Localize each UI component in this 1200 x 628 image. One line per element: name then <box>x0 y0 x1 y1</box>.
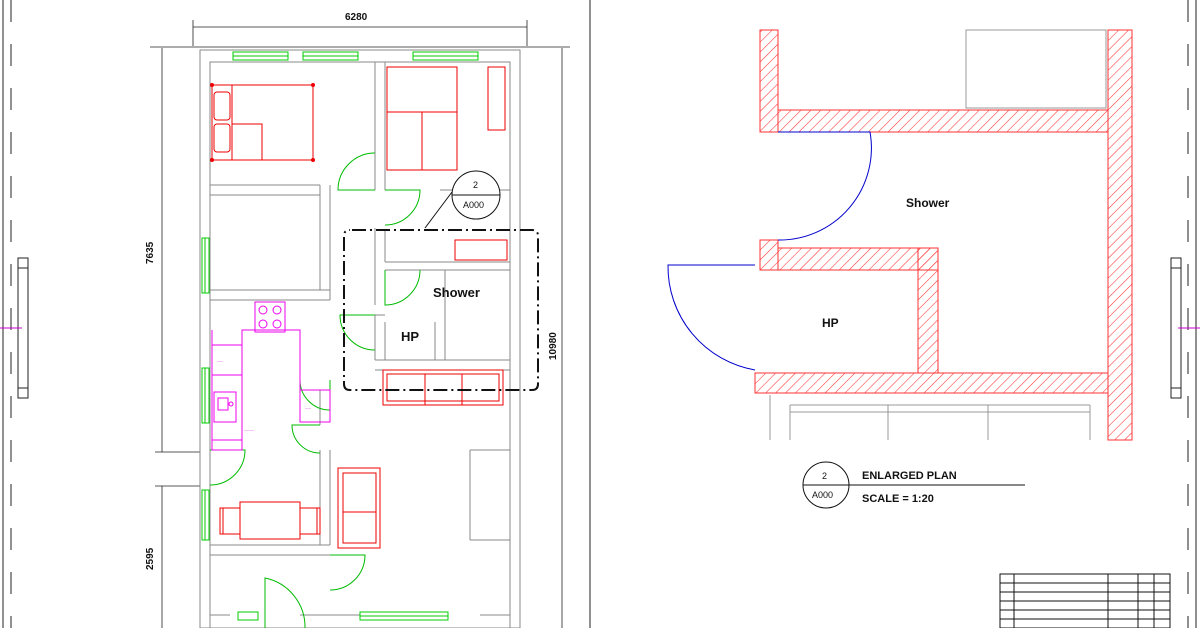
caption-scale: SCALE = 1:20 <box>862 493 934 505</box>
caption-bubble <box>802 461 1025 509</box>
plan-callout-number: 2 <box>473 180 478 190</box>
dim-width: 6280 <box>345 12 368 23</box>
detail-boundary <box>343 229 539 391</box>
caption-sheet: A000 <box>812 490 833 500</box>
title-block <box>999 573 1171 628</box>
dimension-lines <box>150 20 570 628</box>
enlarged-doors <box>667 131 872 371</box>
dim-height-total: 10980 <box>548 332 559 360</box>
kitchen-note-1: ~~~ <box>217 360 223 364</box>
plan-windows <box>201 51 479 621</box>
plan-room-shower: Shower <box>433 285 480 300</box>
caption-number: 2 <box>822 471 827 481</box>
plan-callout-bubble <box>451 170 501 220</box>
armchair <box>337 467 381 549</box>
kitchen-note-2: ~~~ <box>305 407 311 411</box>
plan-walls <box>199 49 521 628</box>
plan-doors <box>209 152 421 628</box>
enlarged-walls <box>754 29 1133 441</box>
enlarged-room-hp: HP <box>822 316 839 330</box>
dining-table <box>219 501 321 540</box>
plan-callout-sheet: A000 <box>463 200 484 210</box>
wardrobe <box>487 66 506 131</box>
vanity <box>454 239 508 261</box>
sofa <box>382 369 504 406</box>
kitchen-fittings <box>211 301 331 451</box>
callout-leader <box>424 191 453 229</box>
enlarged-room-shower: Shower <box>906 196 950 210</box>
plan-furniture <box>210 66 508 549</box>
bed <box>210 83 315 162</box>
caption-title: ENLARGED PLAN <box>862 470 957 482</box>
enlarged-context <box>769 29 1107 440</box>
dim-height-lower: 2595 <box>145 547 156 570</box>
dim-height-upper: 7635 <box>145 241 156 264</box>
bed-2 <box>386 66 458 171</box>
kitchen-note-3: ~~~~~ <box>244 429 254 433</box>
plan-room-hp: HP <box>401 329 419 344</box>
